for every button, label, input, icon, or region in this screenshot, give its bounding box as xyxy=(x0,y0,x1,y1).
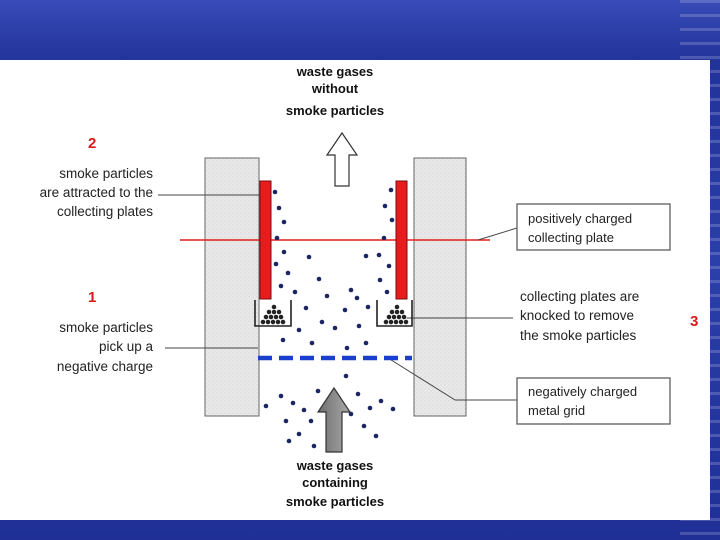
step-3-line-1: collecting plates are xyxy=(520,289,639,304)
diagram-panel: waste gases without smoke particles wast… xyxy=(0,60,710,520)
step-1-number: 1 xyxy=(88,289,96,306)
bottom-label-line-2: containing xyxy=(302,475,368,490)
step-3-line-3: the smoke particles xyxy=(520,328,637,343)
pointer-line-positive-plate-box xyxy=(477,227,518,241)
electrostatic-precipitator-diagram: waste gases without smoke particles wast… xyxy=(40,64,699,509)
left-chimney-wall xyxy=(204,157,260,417)
step-2-line-1: smoke particles xyxy=(59,166,153,181)
left-particle-heap xyxy=(260,304,286,325)
right-particle-heap xyxy=(383,304,409,325)
right-chimney-wall xyxy=(413,157,467,417)
right-collection-tray xyxy=(376,300,413,327)
inflow-arrow xyxy=(316,386,352,453)
bottom-label-line-3: smoke particles xyxy=(286,494,384,509)
step-2-line-3: collecting plates xyxy=(57,204,153,219)
step-3-number: 3 xyxy=(690,313,698,330)
positive-plate-label-line-1: positively charged xyxy=(528,211,632,226)
left-collection-tray xyxy=(254,300,292,327)
left-collecting-plate xyxy=(259,180,272,300)
step-1-line-3: negative charge xyxy=(57,359,153,374)
smoke-particles xyxy=(263,187,396,449)
bottom-label-line-1: waste gases xyxy=(296,458,374,473)
step-3-line-2: knocked to remove xyxy=(520,308,634,323)
step-2-line-2: are attracted to the xyxy=(40,185,153,200)
top-label-line-3: smoke particles xyxy=(286,103,384,118)
outflow-arrow xyxy=(325,131,359,187)
top-label-line-2: without xyxy=(311,81,359,96)
step-1-line-1: smoke particles xyxy=(59,320,153,335)
negative-grid-label-line-2: metal grid xyxy=(528,403,585,418)
top-label-line-1: waste gases xyxy=(296,64,374,79)
positive-plate-label-line-2: collecting plate xyxy=(528,230,614,245)
slide-header-band xyxy=(0,0,720,60)
negative-grid-label-box xyxy=(516,377,671,425)
right-collecting-plate xyxy=(395,180,408,300)
pointer-line-grid xyxy=(387,357,456,401)
step-2-number: 2 xyxy=(88,135,96,152)
negative-grid-label-line-1: negatively charged xyxy=(528,384,637,399)
step-1-line-2: pick up a xyxy=(99,339,154,354)
positive-plate-label-box xyxy=(516,203,671,251)
